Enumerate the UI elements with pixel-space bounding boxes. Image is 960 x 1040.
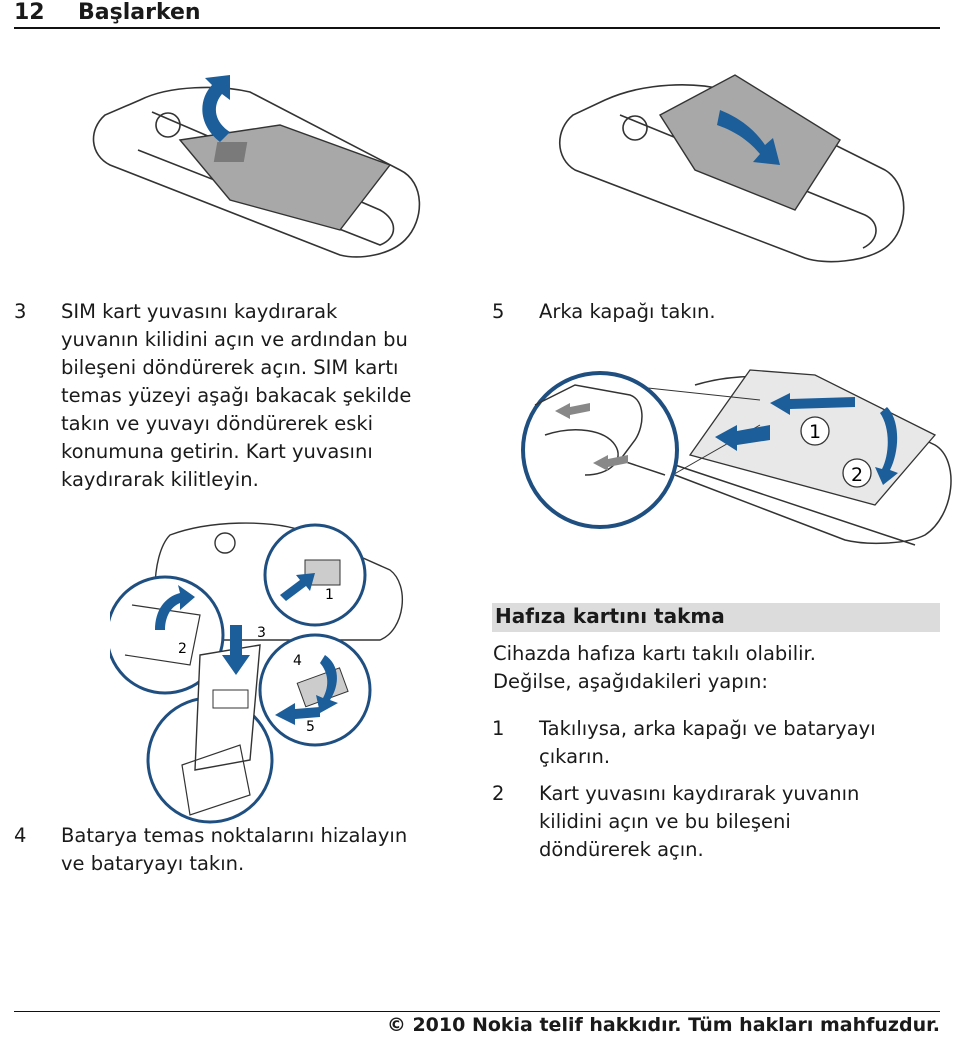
step-4: 4 Batarya temas noktalarını hizalayın ve…: [14, 822, 474, 882]
callout-2: 2: [178, 641, 187, 657]
sim-card-figure: 1 2 3 4 5: [110, 522, 404, 824]
step-number: 1: [492, 717, 505, 740]
step-line: Batarya temas noktalarını hizalayın: [61, 824, 408, 847]
arrow-left-icon: [555, 403, 590, 419]
arrow-down-icon: [222, 625, 250, 675]
footer-rule: [14, 1011, 940, 1012]
arrow-up-icon: [202, 75, 230, 142]
arrow-up-icon: [155, 585, 195, 630]
step-line: Takılıysa, arka kapağı ve bataryayı: [539, 717, 876, 740]
step-text: Kart yuvasını kaydırarak yuvanın kilidin…: [539, 780, 859, 864]
step-line: ve bataryayı takın.: [61, 852, 245, 875]
step-number: 4: [14, 824, 27, 847]
step-line: bileşeni döndürerek açın. SIM kartı: [61, 356, 399, 379]
section-heading-bar: Hafıza kartını takma: [492, 603, 940, 632]
callout-3: 3: [257, 625, 266, 641]
section-title: Hafıza kartını takma: [495, 604, 725, 628]
section-intro: Cihazda hafıza kartı takılı olabilir. De…: [493, 640, 941, 696]
step-line: yuvanın kilidini açın ve ardından bu: [61, 328, 408, 351]
step-line: Kart yuvasını kaydırarak yuvanın: [539, 782, 860, 805]
step-line: SIM kart yuvasını kaydırarak: [61, 300, 338, 323]
step-number: 3: [14, 300, 27, 323]
step-line: takın ve yuvayı döndürerek eski: [61, 412, 374, 435]
arrow-up-right-icon: [280, 573, 315, 601]
step-5: 5 Arka kapağı takın.: [492, 298, 932, 328]
arrow-down-icon: [875, 407, 898, 485]
step-line: kilidini açın ve bu bileşeni: [539, 810, 791, 833]
battery-removal-figure: [92, 75, 421, 258]
step-text: Takılıysa, arka kapağı ve bataryayı çıka…: [539, 715, 876, 771]
step-number: 2: [492, 782, 505, 805]
intro-line: Cihazda hafıza kartı takılı olabilir.: [493, 642, 816, 665]
step-line: Arka kapağı takın.: [539, 300, 716, 323]
page-header: 12 Başlarken: [14, 0, 940, 29]
step-line: döndürerek açın.: [539, 838, 704, 861]
step-line: kaydırarak kilitleyin.: [61, 468, 259, 491]
step-text: Batarya temas noktalarını hizalayın ve b…: [61, 822, 407, 878]
arrow-down-right-icon: [717, 110, 780, 165]
callout-2: 2: [851, 464, 863, 486]
step-text: SIM kart yuvasını kaydırarak yuvanın kil…: [61, 298, 411, 494]
back-cover-figure: 1 2: [521, 369, 952, 546]
memory-step-2: 2 Kart yuvasını kaydırarak yuvanın kilid…: [492, 780, 940, 866]
step-3: 3 SIM kart yuvasını kaydırarak yuvanın k…: [14, 298, 474, 498]
page-number: 12: [14, 0, 45, 25]
arrow-down-icon: [316, 655, 338, 713]
callout-4: 4: [293, 653, 302, 669]
copyright-footer: © 2010 Nokia telif hakkıdır. Tüm hakları…: [386, 1014, 940, 1036]
callout-1: 1: [809, 421, 821, 443]
callout-1: 1: [325, 587, 334, 603]
step-line: temas yüzeyi aşağı bakacak şekilde: [61, 384, 412, 407]
step-line: çıkarın.: [539, 745, 611, 768]
page-title: Başlarken: [78, 0, 201, 25]
callout-5: 5: [306, 719, 315, 735]
arrow-left-icon: [275, 703, 320, 725]
battery-insertion-figure: [559, 74, 905, 263]
arrow-left-icon: [715, 425, 770, 451]
memory-step-1: 1 Takılıysa, arka kapağı ve bataryayı çı…: [492, 715, 940, 773]
arrow-left-icon: [770, 393, 855, 415]
step-line: konumuna getirin. Kart yuvasını: [61, 440, 373, 463]
zoom-circle: [521, 371, 679, 529]
intro-line: Değilse, aşağıdakileri yapın:: [493, 670, 768, 693]
step-number: 5: [492, 300, 505, 323]
arrow-left-icon: [593, 455, 628, 471]
